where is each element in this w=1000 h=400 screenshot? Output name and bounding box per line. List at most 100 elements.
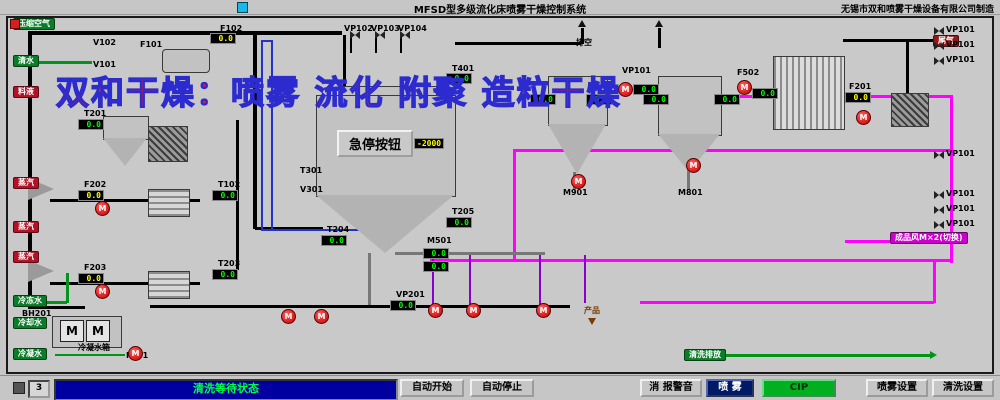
pump-icon[interactable]: M	[536, 303, 551, 318]
valve-icon[interactable]	[934, 206, 944, 214]
pipe	[581, 28, 584, 44]
value-display: 0.0	[633, 84, 659, 95]
pipe	[253, 35, 257, 229]
arrow-icon	[930, 351, 937, 359]
pipe	[933, 261, 936, 303]
tag-VP103: VP103	[371, 24, 400, 33]
value-display: 0.0	[845, 92, 871, 103]
pill-料液: 料液	[13, 86, 39, 98]
pipe	[261, 40, 273, 42]
tag-冷凝水箱: 冷凝水箱	[78, 343, 110, 352]
pipe	[843, 39, 935, 42]
tag-T203: T203	[218, 259, 241, 268]
cip-button[interactable]: CIP	[762, 379, 836, 397]
pump-icon[interactable]: M	[856, 110, 871, 125]
valve-icon[interactable]	[934, 42, 944, 50]
pump-icon[interactable]: M	[686, 158, 701, 173]
valve-icon[interactable]	[934, 191, 944, 199]
heater-1	[148, 189, 190, 217]
f102-tank	[162, 49, 210, 73]
tag-VP101: VP101	[946, 189, 975, 198]
pill-尾气: 尾气	[933, 35, 959, 47]
cyclone-left-body	[103, 116, 149, 140]
pipe	[950, 95, 953, 263]
cyclone-far-right	[891, 93, 929, 127]
value-display: 0.0	[446, 73, 472, 84]
pipe	[343, 35, 346, 95]
clean-settings-button[interactable]: 清洗设置	[932, 379, 994, 397]
pipe	[906, 42, 909, 94]
pipe	[150, 305, 570, 308]
pill-压缩空气: 压缩空气	[13, 18, 55, 30]
valve-icon[interactable]	[934, 27, 944, 35]
page-title: MFSD型多级流化床喷雾干燥控制系统	[413, 5, 587, 16]
pump-icon[interactable]: M	[281, 309, 296, 324]
pump-icon[interactable]: M	[128, 346, 143, 361]
auto-stop-button[interactable]: 自动停止	[470, 379, 534, 397]
valve-icon[interactable]	[350, 31, 360, 39]
tag-VP101: VP101	[946, 204, 975, 213]
pipe	[845, 240, 890, 243]
tag-VP101: VP101	[622, 66, 651, 75]
arrow-icon	[655, 20, 663, 27]
status-icon	[13, 382, 25, 394]
tag-T301: T301	[300, 166, 323, 175]
valve-icon[interactable]	[934, 57, 944, 65]
value-display: 0.0	[714, 94, 740, 105]
feed-funnel-2	[28, 260, 54, 282]
pipe	[30, 306, 85, 309]
tag-F201: F201	[849, 82, 872, 91]
pill-冷冻水: 冷冻水	[13, 295, 47, 307]
watermark-text: 双和干燥：喷雾 流化 附聚 造粒干燥	[55, 72, 622, 112]
pump-icon[interactable]: M	[428, 303, 443, 318]
value-display: 0.0	[530, 94, 556, 105]
tag-V301: V301	[300, 185, 323, 194]
arrow-icon	[578, 20, 586, 27]
pipe	[368, 253, 371, 305]
pipe	[50, 282, 200, 285]
valve-icon[interactable]	[400, 31, 410, 39]
pipe	[455, 42, 581, 45]
pump-icon[interactable]: M	[737, 80, 752, 95]
hopper-2-body	[658, 76, 722, 136]
pump-icon[interactable]: M	[95, 284, 110, 299]
tag-V101: V101	[93, 60, 116, 69]
tag-VP104: VP104	[398, 24, 427, 33]
tag-M501: M501	[427, 236, 452, 245]
pump-icon[interactable]: M	[618, 82, 633, 97]
value-display: 0.0	[390, 300, 416, 311]
mute-alarm-button[interactable]: 消 报警音	[640, 379, 702, 397]
pill-成品风M×2(切换): 成品风M×2(切换)	[890, 232, 968, 244]
pipe	[66, 273, 69, 303]
emergency-stop-button[interactable]: 急停按钮	[337, 130, 414, 157]
tag-VP101: VP101	[946, 149, 975, 158]
value-display: 0.0	[423, 261, 449, 272]
spray-button[interactable]: 喷 雾	[706, 379, 754, 397]
value-display: 0.0	[212, 190, 238, 201]
pipe	[36, 61, 92, 64]
pill-蒸汽: 蒸汽	[13, 177, 39, 189]
tag-VP101: VP101	[946, 25, 975, 34]
pill-清水: 清水	[13, 55, 39, 67]
pump-icon[interactable]: M	[95, 201, 110, 216]
tag-F102: F102	[220, 24, 243, 33]
auto-start-button[interactable]: 自动开始	[400, 379, 464, 397]
valve-icon[interactable]	[375, 31, 385, 39]
pipe	[513, 149, 953, 152]
pump-icon[interactable]: M	[571, 174, 586, 189]
valve-icon[interactable]	[934, 151, 944, 159]
pipe	[50, 199, 200, 202]
pipe	[658, 28, 661, 48]
pump-icon[interactable]: M	[314, 309, 329, 324]
tag-T201: T201	[84, 109, 107, 118]
pipe	[255, 227, 323, 230]
cyclone-left-cone	[103, 138, 147, 166]
tag-VP201: VP201	[396, 290, 425, 299]
tag-F101: F101	[140, 40, 163, 49]
tag-排空: 排空	[576, 38, 592, 47]
pill-冷凝水: 冷凝水	[13, 348, 47, 360]
spray-settings-button[interactable]: 喷雾设置	[866, 379, 928, 397]
valve-icon[interactable]	[934, 221, 944, 229]
window-icon	[237, 2, 248, 13]
pump-icon[interactable]: M	[466, 303, 481, 318]
